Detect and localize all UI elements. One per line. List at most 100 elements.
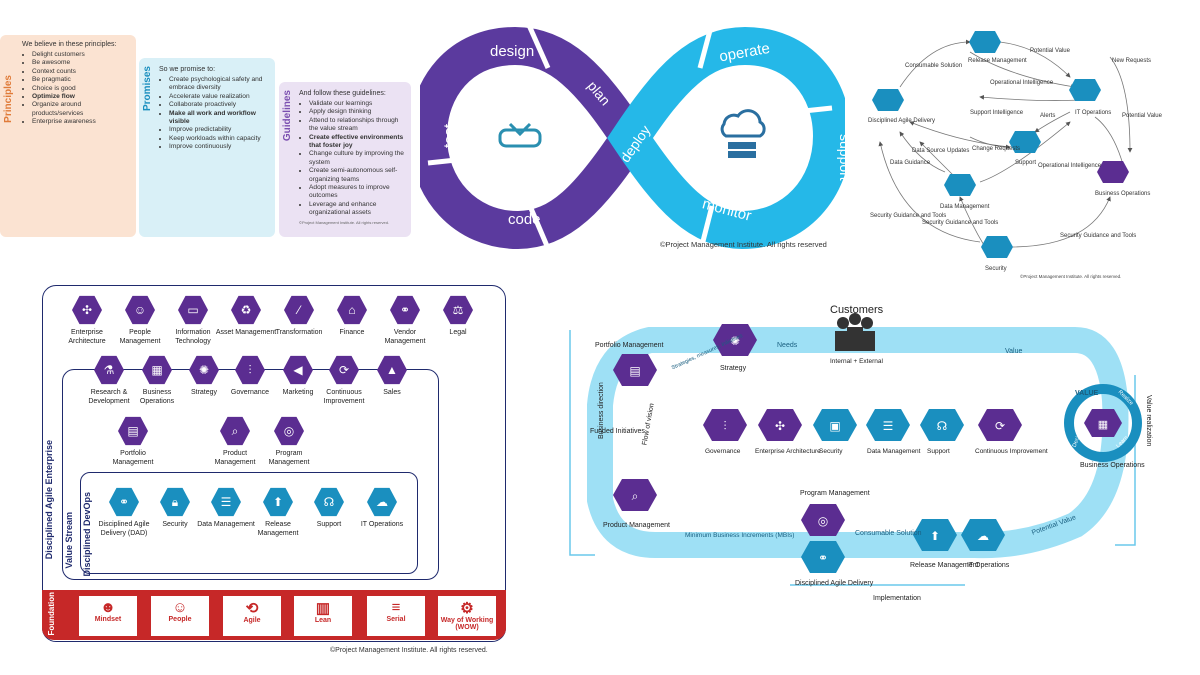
foundation-block: ≡Serial [366,595,426,637]
value-stream-cell: ⟳Continuous Improvement [312,355,376,406]
enterprise-copyright: ©Project Management Institute. All right… [330,647,488,654]
foundation-block: ▥Lean [293,595,353,637]
sales-icon: ▲ [377,355,407,385]
recycle-icon: ♻ [231,295,261,325]
ring-decide-label: Decide [1072,430,1083,448]
value-stream-cell: ▲Sales [360,355,424,397]
flow-node-data [944,174,976,196]
enterprise-architecture-icon: ✣ [72,295,102,325]
principles-title: We believe in these principles: [22,41,117,48]
bizops-label: Business Operations [1080,462,1145,469]
list-item: Improve continuously [169,143,271,151]
value-stream-label: Value Stream [64,512,74,569]
svg-text:⫶: ⫶ [723,419,726,433]
portfolio-label: Portfolio Management [595,342,664,349]
svg-text:✺: ✺ [730,334,740,348]
edge-change-requests: Change Requests [972,146,1020,152]
list-item: Adopt measures to improve outcomes [309,184,409,201]
loop-label-code: code [508,211,541,228]
guidelines-copyright: ©Project Management Institute. All right… [299,219,390,225]
handshake-icon: ⚭ [390,295,420,325]
ring-value-label: VALUE [1075,390,1099,397]
enterprise-cell: ✣Enterprise Architecture [55,295,119,346]
portfolio-node: ▤ [613,354,657,386]
consumable-label: Consumable Solution [855,530,922,537]
svg-text:▦: ▦ [1098,419,1108,431]
list-item: Accelerate value realization [169,93,271,101]
value-label-top: Value [1005,348,1022,355]
support-node: ☊ [920,409,964,441]
value-stream-cell: ▤Portfolio Management [101,416,165,467]
svg-text:⌕: ⌕ [632,489,639,503]
list-item: Attend to relationships through the valu… [309,117,409,134]
devops-cell: 🔒︎Security [143,487,207,529]
edge-sec-guidance-mid: Security Guidance and Tools [922,220,998,226]
list-item: Apply design thinking [309,108,409,116]
devops-copyright: ©Project Management Institute. All right… [660,240,827,249]
strategy-icon: ✺ [189,355,219,385]
release-icon: ⬆ [263,487,293,517]
list-item: Collaborate proactively [169,101,271,109]
foundation-block: ⚙Way of Working (WOW) [437,595,497,637]
value-stream-cell: ⫶Governance [218,355,282,397]
governance-icon: ⫶ [235,355,265,385]
svg-text:⚭: ⚭ [818,551,828,565]
value-stream-cell: ✺Strategy [172,355,236,397]
svg-text:▤: ▤ [629,364,640,378]
gavel-icon: ⚖ [443,295,473,325]
release-label: Release Management [910,562,979,569]
cloud-server-icon [720,109,766,158]
people-icon: ☺ [172,599,188,616]
edge-sec-guidance-right: Security Guidance and Tools [1060,233,1136,239]
list-item: Be awesome [32,59,132,67]
flow-of-vision-label: Flow of vision [641,403,655,446]
guidelines-title: And follow these guidelines: [299,90,386,97]
devops-flow-diagram: Release Management Disciplined Agile Del… [868,31,1163,272]
flow-label-security: Security [985,266,1007,272]
program-node: ◎ [801,504,845,536]
enterprise-outer-box [42,285,506,642]
list-item: Organize around products/services [32,101,132,118]
list-item: Create psychological safety and embrace … [169,76,271,93]
loop-label-support: support [837,134,845,181]
edge-operational-intel-1: Operational Intelligence [990,80,1054,86]
lock-icon: 🔒︎ [160,487,190,517]
principles-list: Delight customers Be awesome Context cou… [22,51,132,127]
list-item: Create semi-autonomous self-organizing t… [309,167,409,184]
release-node: ⬆ [913,519,957,551]
guidelines-list: Validate our learnings Apply design thin… [299,100,409,218]
svg-text:▣: ▣ [829,419,840,433]
mindset-icon: ☻ [100,599,116,616]
value-stream-cell: ◎Program Management [257,416,321,467]
wand-icon: ⁄ [284,295,314,325]
devops-cell: ☰Data Management [194,487,258,529]
loop-label-test: test [441,123,458,148]
strategy-label: Strategy [720,365,747,372]
edge-new-requests: New Requests [1112,58,1151,64]
center-label-ci: Continuous Improvement [975,448,1048,455]
list-item: Enterprise awareness [32,118,132,126]
foundation-block: ⟲Agile [222,595,282,637]
flow-node-security [981,236,1013,258]
promises-title: So we promise to: [159,66,216,73]
edge-consumable: Consumable Solution [905,63,962,69]
ci-node: ⟳ [978,409,1022,441]
megaphone-icon: ◀ [283,355,313,385]
enterprise-cell: ☺People Management [108,295,172,346]
principles-side-label: Principles [3,75,14,123]
edge-data-guidance: Data Guidance [890,160,931,166]
value-cycle-loop [587,327,1129,559]
list-item: Improve predictability [169,126,271,134]
serial-icon: ≡ [391,599,401,616]
value-stream-cell: ⌕Product Management [203,416,267,467]
flow-label-data: Data Management [940,204,990,210]
flow-node-dad [872,89,904,111]
edge-operational-intel-2: Operational Intelligence [1038,163,1102,169]
flow-node-bizops [1097,161,1129,183]
implementation-label: Implementation [873,595,921,602]
customers-icon [835,313,875,351]
needs-label: Needs [777,342,798,349]
business-operations-icon: ▦ [142,355,172,385]
svg-text:✣: ✣ [775,419,785,433]
center-label-support: Support [927,448,950,455]
